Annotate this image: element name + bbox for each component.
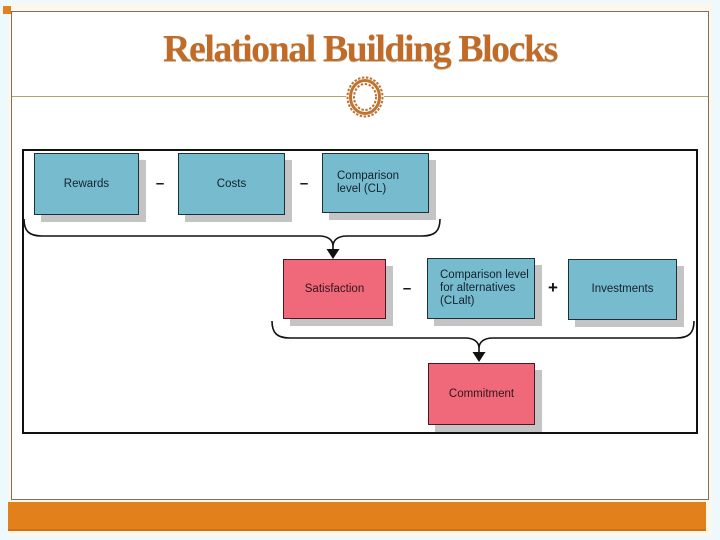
- box-comparison-level: Comparison level (CL): [322, 153, 429, 213]
- box-satisfaction: Satisfaction: [283, 259, 386, 319]
- operator-minus-1: –: [155, 174, 165, 192]
- box-costs: Costs: [178, 153, 285, 215]
- box-investments-label: Investments: [591, 283, 654, 295]
- box-rewards: Rewards: [34, 153, 139, 215]
- box-comparison-level-label: Comparison level (CL): [337, 170, 399, 195]
- rope-ring-icon: [346, 76, 384, 118]
- box-commitment: Commitment: [428, 363, 535, 425]
- operator-minus-2: –: [299, 174, 309, 192]
- box-rewards-label: Rewards: [63, 177, 110, 190]
- operator-minus-3: –: [402, 279, 412, 297]
- box-satisfaction-label: Satisfaction: [304, 282, 365, 295]
- box-investments: Investments: [568, 259, 677, 320]
- operator-plus: +: [548, 278, 558, 297]
- page-title: Relational Building Blocks: [163, 28, 558, 70]
- bottom-accent-bar: [8, 502, 706, 531]
- box-comparison-level-alternatives-label: Comparison level for alternatives (CLalt…: [440, 269, 529, 307]
- box-commitment-label: Commitment: [448, 387, 515, 400]
- corner-accent-square: [3, 6, 11, 14]
- box-comparison-level-alternatives: Comparison level for alternatives (CLalt…: [427, 258, 535, 319]
- box-costs-label: Costs: [216, 177, 247, 190]
